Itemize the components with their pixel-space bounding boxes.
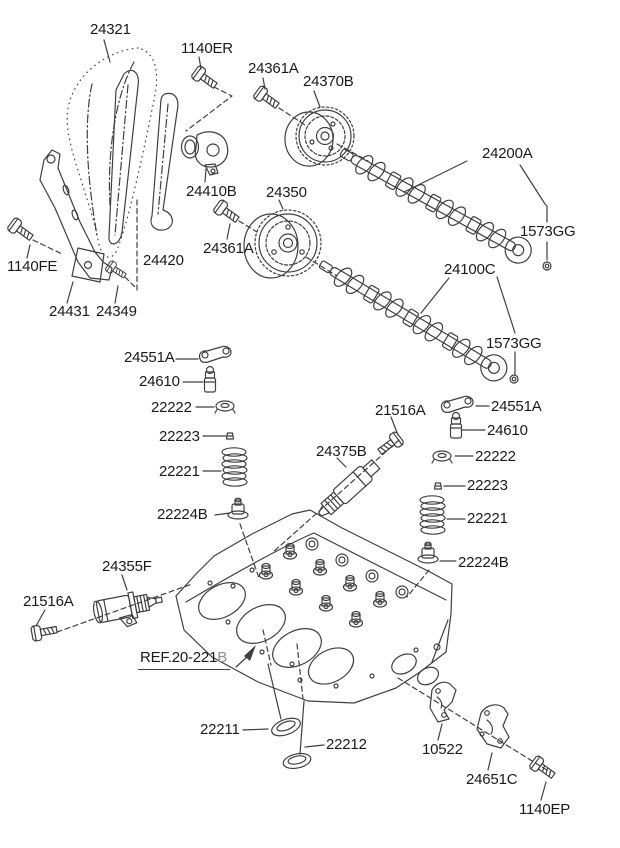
part-label-24551a-left[interactable]: 24551A bbox=[124, 349, 175, 366]
part-label-24651c[interactable]: 24651C bbox=[466, 771, 518, 788]
part-label-24410b[interactable]: 24410B bbox=[186, 183, 237, 200]
intake-valve-22211 bbox=[267, 663, 301, 737]
part-label-1140er[interactable]: 1140ER bbox=[181, 40, 233, 57]
part-label-24361a-2[interactable]: 24361A bbox=[203, 240, 254, 257]
part-label-22221-right[interactable]: 22221 bbox=[467, 510, 508, 527]
part-label-21516a-mid[interactable]: 21516A bbox=[375, 402, 426, 419]
part-label-24100c[interactable]: 24100C bbox=[444, 261, 496, 278]
ref-link-suffix: B bbox=[217, 649, 228, 666]
part-label-10522[interactable]: 10522 bbox=[422, 741, 463, 758]
valve-stem-guides-dashed bbox=[262, 629, 304, 700]
part-label-24375b[interactable]: 24375B bbox=[316, 443, 367, 460]
ocv-24355f bbox=[92, 591, 163, 628]
assembly-dashed-lines bbox=[32, 86, 551, 773]
part-label-1573gg-1[interactable]: 1573GG bbox=[520, 223, 576, 240]
cam-sprocket-24350 bbox=[243, 209, 322, 279]
part-label-22223-left[interactable]: 22223 bbox=[159, 428, 200, 445]
part-label-22224b-right[interactable]: 22224B bbox=[458, 554, 509, 571]
part-label-22221-left[interactable]: 22221 bbox=[159, 463, 200, 480]
ref-link-prefix: REF.20-221 bbox=[140, 649, 218, 666]
part-label-24431[interactable]: 24431 bbox=[49, 303, 90, 320]
chain-tensioner-24410b bbox=[180, 131, 229, 176]
part-label-24361a-1[interactable]: 24361A bbox=[248, 60, 299, 77]
cylinder-head bbox=[175, 509, 453, 704]
part-label-22222-left[interactable]: 22222 bbox=[151, 399, 192, 416]
part-label-1573gg-2[interactable]: 1573GG bbox=[486, 335, 542, 352]
part-label-24355f[interactable]: 24355F bbox=[102, 558, 152, 575]
part-label-24610-right[interactable]: 24610 bbox=[487, 422, 528, 439]
ocv-24375b bbox=[318, 459, 381, 517]
gasket-10522 bbox=[429, 681, 457, 723]
part-label-22224b-left[interactable]: 22224B bbox=[157, 506, 208, 523]
part-label-24420[interactable]: 24420 bbox=[143, 252, 184, 269]
chain-guide-blade bbox=[108, 69, 139, 245]
part-label-24370b[interactable]: 24370B bbox=[303, 73, 354, 90]
part-label-24349[interactable]: 24349 bbox=[96, 303, 137, 320]
part-label-1140ep[interactable]: 1140EP bbox=[519, 801, 571, 818]
part-label-24551a-right[interactable]: 24551A bbox=[491, 398, 542, 415]
part-label-24350[interactable]: 24350 bbox=[266, 184, 307, 201]
part-label-22222-right[interactable]: 22222 bbox=[475, 448, 516, 465]
part-label-22211[interactable]: 22211 bbox=[200, 721, 240, 738]
ref-arrow bbox=[244, 645, 256, 661]
tensioner-arm-24420 bbox=[150, 92, 179, 231]
part-label-24200a[interactable]: 24200A bbox=[482, 145, 533, 162]
part-label-22212[interactable]: 22212 bbox=[326, 736, 367, 753]
part-label-1140fe[interactable]: 1140FE bbox=[7, 258, 58, 275]
cover-24651c bbox=[476, 704, 510, 749]
part-label-24321[interactable]: 24321 bbox=[90, 21, 131, 38]
exhaust-valve-22212 bbox=[282, 700, 312, 770]
leader-lines bbox=[26, 39, 548, 801]
part-label-21516a-bottom[interactable]: 21516A bbox=[23, 593, 74, 610]
ref-link-20-221b[interactable]: REF.20-221B bbox=[138, 649, 231, 670]
part-label-24610-left[interactable]: 24610 bbox=[139, 373, 180, 390]
cvvt-sprocket-24370b bbox=[284, 106, 355, 167]
part-label-22223-right[interactable]: 22223 bbox=[467, 477, 508, 494]
